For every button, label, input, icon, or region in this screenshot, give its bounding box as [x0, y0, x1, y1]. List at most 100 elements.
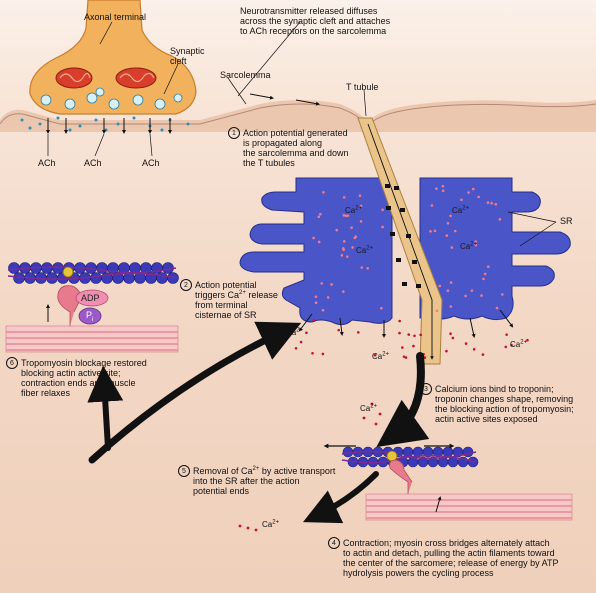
calcium-dot	[317, 215, 321, 219]
calcium-dot	[326, 296, 330, 299]
calcium-dot	[342, 240, 346, 243]
calcium-dot	[342, 247, 345, 250]
calcium-dot	[404, 356, 408, 359]
step-4: 4 Contraction; myosin cross bridges alte…	[328, 537, 558, 578]
calcium-dot	[445, 234, 449, 237]
ach-molecules	[20, 116, 190, 132]
calcium-dot	[351, 246, 354, 249]
relaxed-filament	[5, 262, 179, 353]
calcium-dot	[449, 281, 453, 284]
step-3-number: 3	[420, 383, 432, 395]
calcium-dot	[505, 333, 508, 336]
mitochondrion	[55, 67, 93, 89]
ca-label-removed: Ca2+	[262, 519, 280, 529]
label-pi-text: P	[86, 310, 93, 320]
step-3-text: Calcium ions bind to troponin; troponin …	[435, 384, 574, 424]
actin-bead	[46, 272, 58, 284]
step-2: 2 Action potential triggers Ca2+ release…	[180, 279, 278, 320]
calcium-dot	[449, 332, 452, 335]
ca-label-charge: 2+	[366, 245, 374, 252]
label-t-tubule: T tubule	[346, 82, 379, 92]
sr-right	[419, 177, 571, 321]
step-5-text-a: Removal of Ca	[193, 466, 253, 476]
calcium-dot	[460, 198, 463, 202]
calcium-dot	[412, 344, 415, 348]
step-4-number: 4	[328, 537, 340, 549]
calcium-dot	[401, 346, 404, 349]
step-5-text: Removal of Ca2+ by active transport into…	[193, 466, 335, 496]
calcium-dot	[346, 214, 350, 217]
calcium-dot	[380, 306, 383, 310]
calcium-dot	[495, 306, 499, 310]
calcium-dot	[314, 301, 318, 305]
calcium-ions-stored	[312, 184, 504, 313]
calcium-dot	[381, 225, 384, 229]
calcium-dot	[344, 214, 348, 218]
sr-left	[239, 177, 393, 326]
step-5: 5 Removal of Ca2+ by active transport in…	[178, 465, 335, 496]
ca-label-troponin: Ca2+	[360, 403, 377, 413]
actin-bead	[402, 446, 414, 458]
calcium-dot	[449, 214, 452, 218]
step-1: 1 Action potential generated is propagat…	[228, 127, 349, 168]
calcium-dot	[435, 187, 438, 190]
calcium-dot	[354, 235, 358, 238]
calcium-dot	[449, 305, 453, 308]
ca-label-released-1: Ca2+	[286, 327, 303, 337]
calcium-dot	[446, 222, 450, 225]
step-1-text: Action potential generated is propagated…	[243, 128, 349, 168]
calcium-dot	[435, 309, 439, 313]
calcium-dot	[500, 293, 504, 296]
ca-label-sr-1: Ca2+	[345, 205, 362, 215]
calcium-dot	[419, 333, 423, 337]
arrow-relax	[87, 365, 124, 451]
step-2-text-a: Action potential triggers Ca	[195, 280, 257, 300]
actin-filament	[8, 262, 179, 284]
label-pi-sub: i	[92, 316, 94, 323]
arrow-contraction-to-removal	[302, 471, 379, 524]
calcium-dot	[486, 201, 490, 204]
step-2-number: 2	[180, 279, 192, 291]
calcium-dot	[345, 255, 349, 258]
step-2-text: Action potential triggers Ca2+ release f…	[195, 280, 278, 320]
ca-label-charge: 2+	[520, 339, 528, 346]
junctional-feet	[385, 184, 421, 288]
calcium-dot	[358, 194, 362, 197]
calcium-dot	[526, 338, 529, 342]
calcium-dot	[464, 342, 468, 345]
contracted-filament	[323, 443, 573, 521]
calcium-dot	[445, 349, 448, 353]
calcium-dot	[430, 204, 434, 207]
label-pi: Pi	[86, 310, 93, 325]
calcium-dot	[314, 295, 318, 299]
ca-label-charge: 2+	[272, 519, 280, 526]
ca-label-released-2: Ca2+	[372, 351, 390, 361]
calcium-dot	[474, 240, 477, 243]
calcium-dot	[472, 347, 476, 351]
calcium-ions-released	[294, 319, 529, 359]
calcium-dot	[441, 184, 445, 188]
calcium-dot	[429, 230, 432, 233]
actin-bead	[162, 262, 174, 274]
calcium-dot	[322, 191, 325, 194]
actin-bead	[442, 446, 454, 458]
ca-label-charge: 2+	[382, 351, 390, 358]
label-axonal-terminal: Axonal terminal	[84, 12, 147, 22]
synaptic-vesicles	[40, 87, 183, 110]
calcium-dot	[438, 284, 442, 288]
step-5-text-b: by active transport into the SR after th…	[193, 466, 336, 496]
calcium-dot	[481, 353, 485, 356]
calcium-dot	[359, 220, 363, 223]
ca-label-charge: 2+	[462, 205, 470, 212]
ca-label-released-3: Ca2+	[510, 339, 528, 349]
calcium-dot	[510, 343, 513, 347]
t-tubule	[357, 117, 443, 365]
ca-label-sr-2: Ca2+	[356, 245, 374, 255]
calcium-dot	[312, 319, 316, 323]
ca-label-sr-4: Ca2+	[460, 241, 477, 251]
label-ach-3: ACh	[142, 158, 160, 168]
calcium-dot	[312, 236, 315, 240]
calcium-dot	[407, 333, 411, 336]
actin-bead	[96, 262, 108, 274]
